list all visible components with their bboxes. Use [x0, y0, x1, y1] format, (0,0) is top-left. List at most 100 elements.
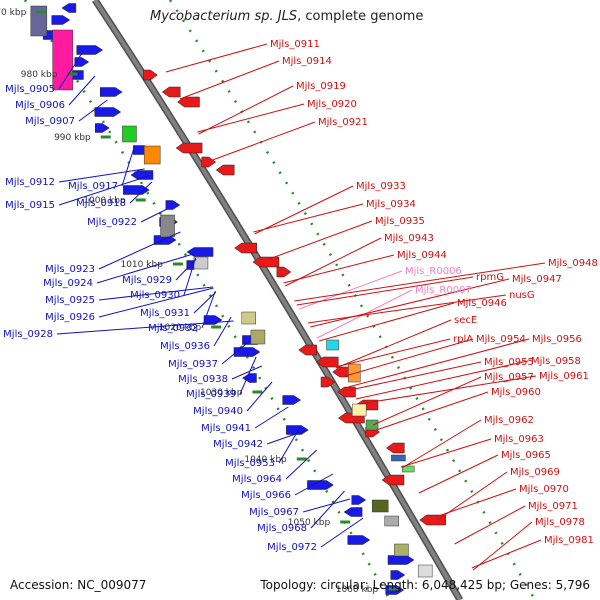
gene-label-right: Mjls_0935	[375, 216, 425, 227]
leader-line-left	[98, 231, 181, 270]
gene-label-right: Mjls_0969	[510, 467, 560, 478]
gene-label-left: Mjls_0905	[5, 84, 55, 95]
leader-line-left	[68, 75, 96, 106]
gene-label-right: Mjls_0934	[366, 199, 416, 210]
plus-strand-gene	[51, 15, 71, 25]
kbp-tick-label: 1000 kbp	[83, 196, 126, 206]
leader-line-right	[359, 375, 537, 405]
leader-line-left	[201, 290, 216, 329]
leader-line-right	[179, 60, 280, 100]
plus-strand-gene	[123, 185, 150, 195]
gene-label-right: Mjls_0920	[307, 99, 357, 110]
leader-line-right	[418, 454, 499, 494]
organism-name: Mycobacterium sp. JLS	[150, 9, 298, 24]
leader-line-left	[175, 258, 197, 281]
minus-strand-gene	[320, 376, 336, 388]
leader-line-right	[471, 539, 542, 569]
leader-line-right	[335, 338, 451, 368]
rna-label-right: Mjls_R0007	[415, 285, 472, 296]
kbp-tick-label: 1010 kbp	[120, 260, 163, 270]
gene-label-right: rplA	[453, 334, 473, 345]
gene-label-right: Mjls_0955	[484, 357, 534, 368]
map-title: Mycobacterium sp. JLS, complete genome	[150, 9, 423, 24]
gene-label-left: Mjls_0930	[130, 290, 180, 301]
leader-line-left	[266, 430, 305, 445]
plus-strand-gene	[233, 347, 261, 357]
leader-line-left	[58, 175, 149, 206]
plus-strand-gene	[95, 123, 110, 133]
gene-label-right: Mjls_0954	[476, 334, 526, 345]
gene-label-right: Mjls_0933	[356, 181, 406, 192]
plus-strand-gene	[165, 200, 181, 210]
gene-label-right: Mjls_0911	[270, 39, 320, 50]
colored-gene-block	[351, 403, 367, 417]
gene-label-left: Mjls_0924	[43, 278, 93, 289]
leader-line-left	[231, 365, 263, 380]
minus-strand-gene	[161, 86, 181, 98]
leader-line-left	[58, 51, 84, 90]
leader-line-right	[401, 438, 492, 468]
leader-line-right	[294, 262, 546, 302]
colored-gene-block	[122, 125, 137, 143]
leader-line-left	[183, 257, 197, 296]
colored-gene-block	[241, 311, 257, 325]
leader-line-right	[348, 338, 530, 388]
colored-gene-block	[52, 29, 73, 91]
leader-line-right	[401, 419, 482, 469]
plus-strand-gene	[76, 45, 104, 55]
gene-label-left: Mjls_0932	[148, 323, 198, 334]
minus-strand-gene	[276, 266, 292, 278]
gene-label-left: Mjls_0968	[257, 523, 307, 534]
leader-line-right	[283, 254, 395, 284]
leader-line-left	[278, 425, 302, 464]
leader-line-right	[310, 278, 510, 328]
gene-label-left: Mjls_0967	[249, 507, 299, 518]
gene-label-left: Mjls_0915	[5, 200, 55, 211]
leader-line-left	[320, 517, 364, 548]
plus-strand-gene	[282, 395, 302, 405]
leader-line-right	[307, 294, 507, 324]
gene-label-left: Mjls_0929	[122, 275, 172, 286]
leader-line-right	[296, 276, 474, 306]
gene-label-left: Mjls_0966	[241, 490, 291, 501]
colored-gene-block	[160, 214, 175, 238]
plus-strand-gene	[94, 107, 122, 117]
colored-gene-block	[401, 465, 415, 473]
kbp-tick-label: 980 kbp	[21, 70, 58, 80]
leader-line-right	[335, 319, 452, 369]
colored-gene-block	[326, 339, 339, 351]
gene-label-right: Mjls_0960	[491, 387, 541, 398]
leader-line-left	[221, 342, 248, 365]
gene-label-left: Mjls_0940	[193, 406, 243, 417]
plus-strand-gene	[242, 373, 257, 383]
leader-line-left	[285, 449, 318, 480]
gene-label-left: Mjls_0938	[178, 374, 228, 385]
minus-strand-gene	[315, 356, 339, 368]
gene-label-right: Mjls_0921	[318, 117, 368, 128]
colored-gene-block	[365, 419, 379, 431]
gene-label-right: secE	[454, 315, 477, 326]
colored-gene-block	[250, 329, 266, 345]
minus-strand-gene	[177, 96, 200, 108]
gene-label-right: Mjls_0971	[528, 501, 578, 512]
leader-line-right	[268, 220, 373, 260]
gene-label-right: Mjls_0970	[519, 484, 569, 495]
gene-label-left: Mjls_0923	[45, 264, 95, 275]
leader-line-left	[98, 286, 213, 301]
gene-label-left: Mjls_0937	[168, 359, 218, 370]
colored-gene-block	[143, 145, 161, 165]
kbp-tick-label: 1020 kbp	[159, 323, 202, 333]
gene-label-left: Mjls_0925	[45, 295, 95, 306]
leader-line-left	[193, 291, 217, 314]
leader-line-left	[310, 490, 345, 529]
gene-label-right: Mjls_0965	[501, 450, 551, 461]
colored-gene-block	[371, 499, 389, 513]
gene-label-left: Mjls_0953	[225, 458, 275, 469]
kbp-tick-label: 970 kbp	[0, 8, 27, 18]
accession-text: Accession: NC_009077	[10, 578, 147, 592]
colored-gene-block	[417, 564, 433, 578]
